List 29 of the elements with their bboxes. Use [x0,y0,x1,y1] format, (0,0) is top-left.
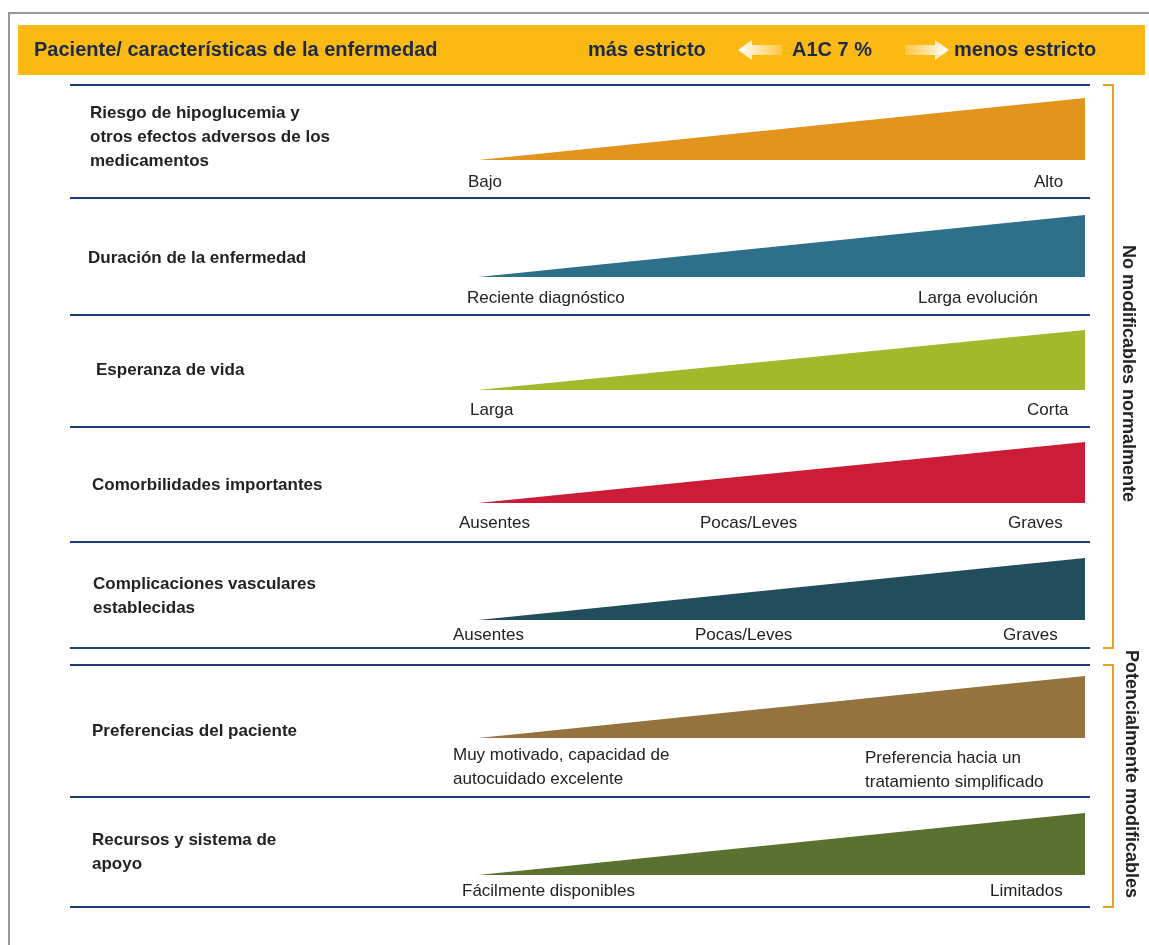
group-label: Potencialmente modificables [1121,650,1142,899]
scale-label: Corta [1027,399,1069,421]
row-title: Esperanza de vida [96,359,245,381]
scale-label: Limitados [990,880,1063,902]
scale-label: Pocas/Leves [700,512,798,534]
scale-label: Larga [470,399,514,421]
scale-label: Preferencia hacia un tratamiento simplificado [865,747,1045,793]
row-title: Duración de la enfermedad [88,247,307,269]
row-title: Comorbilidades importantes [92,474,323,496]
scale-label: Bajo [468,171,503,193]
scale-label: Ausentes [459,512,530,534]
row-title: Preferencias del paciente [92,720,298,742]
scale-label: Larga evolución [918,287,1039,309]
header-title: Paciente/ características de la enfermedad [34,37,438,62]
scale-label: Graves [1003,624,1058,646]
scale-direction-label: más estricto [588,37,706,62]
scale-direction-label: menos estricto [954,37,1097,62]
group-label: No modificables normalmente [1118,245,1139,503]
scale-label: Reciente diagnóstico [467,287,625,309]
scale-label: Fácilmente disponibles [462,880,635,902]
row-title: Recursos y sistema de apoyo [92,829,277,875]
scale-label: Graves [1008,512,1063,534]
row-title: Riesgo de hipoglucemia y otros efectos adversos de los medicamentos [90,102,331,172]
scale-center-label: A1C 7 % [792,37,873,62]
scale-label: Muy motivado, capacidad de autocuidado excelente [453,744,671,790]
row-title: Complicaciones vasculares establecidas [93,573,317,619]
scale-label: Ausentes [453,624,524,646]
scale-label: Alto [1034,171,1064,193]
scale-label: Pocas/Leves [695,624,793,646]
